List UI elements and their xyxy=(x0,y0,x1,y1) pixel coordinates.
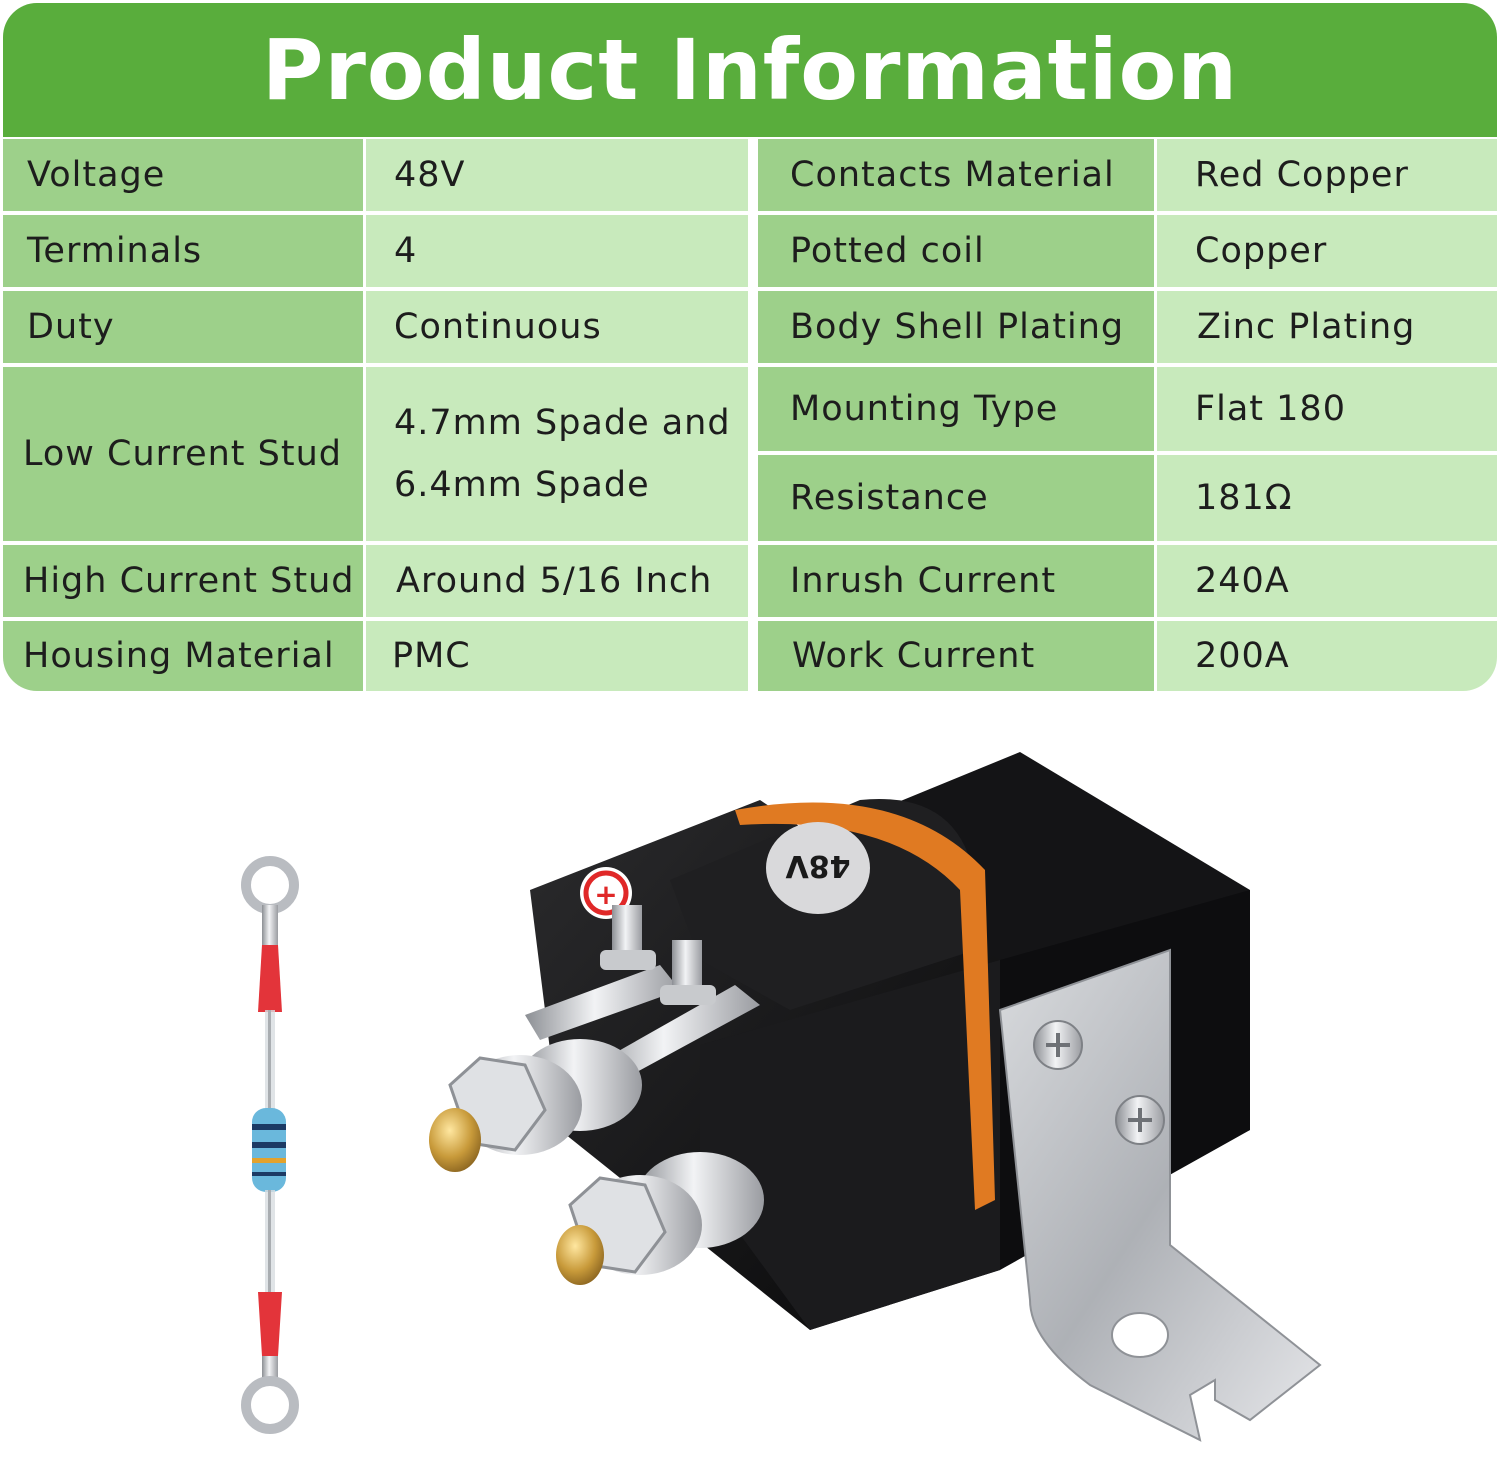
spec-value-potted-coil: Copper xyxy=(1157,215,1497,287)
spec-label-terminals: Terminals xyxy=(3,215,363,287)
spec-label-inrush-current: Inrush Current xyxy=(758,545,1154,617)
solenoid-relay-icon: 48V + xyxy=(429,752,1322,1442)
spec-value-body-shell-plating: Zinc Plating xyxy=(1157,291,1497,363)
spec-label-duty: Duty xyxy=(3,291,363,363)
spec-value-voltage: 48V xyxy=(366,139,748,211)
voltage-sticker-label: 48V xyxy=(785,848,851,883)
spec-value-resistance: 181Ω xyxy=(1157,455,1497,541)
spec-label-work-current: Work Current xyxy=(758,621,1154,691)
spec-value-low-current-stud: 4.7mm Spade and 6.4mm Spade xyxy=(366,367,748,541)
spec-value-housing-material: PMC xyxy=(366,621,748,691)
spec-label-low-current-stud: Low Current Stud xyxy=(3,367,363,541)
spec-label-potted-coil: Potted coil xyxy=(758,215,1154,287)
spec-value-high-current-stud: Around 5/16 Inch xyxy=(366,545,748,617)
spec-label-high-current-stud: High Current Stud xyxy=(3,545,363,617)
spec-label-housing-material: Housing Material xyxy=(3,621,363,691)
spec-label-voltage: Voltage xyxy=(3,139,363,211)
spec-value-contacts-material: Red Copper xyxy=(1157,139,1497,211)
resistor-icon xyxy=(241,856,299,1434)
info-banner: Product Information xyxy=(3,3,1497,137)
spec-label-contacts-material: Contacts Material xyxy=(758,139,1154,211)
voltage-sticker xyxy=(766,822,870,914)
spec-value-mounting-type: Flat 180 xyxy=(1157,367,1497,451)
spec-value-terminals: 4 xyxy=(366,215,748,287)
product-illustration: 48V + xyxy=(241,752,1322,1442)
spec-value-work-current: 200A xyxy=(1157,621,1497,691)
spec-value-duty: Continuous xyxy=(366,291,748,363)
product-info-card: Product Information Voltage 48V Terminal… xyxy=(3,3,1497,691)
spec-label-resistance: Resistance xyxy=(758,455,1154,541)
terminal-mark: + xyxy=(594,878,617,911)
banner-title: Product Information xyxy=(261,21,1239,119)
spec-label-mounting-type: Mounting Type xyxy=(758,367,1154,451)
spec-label-body-shell-plating: Body Shell Plating xyxy=(758,291,1154,363)
spec-value-inrush-current: 240A xyxy=(1157,545,1497,617)
